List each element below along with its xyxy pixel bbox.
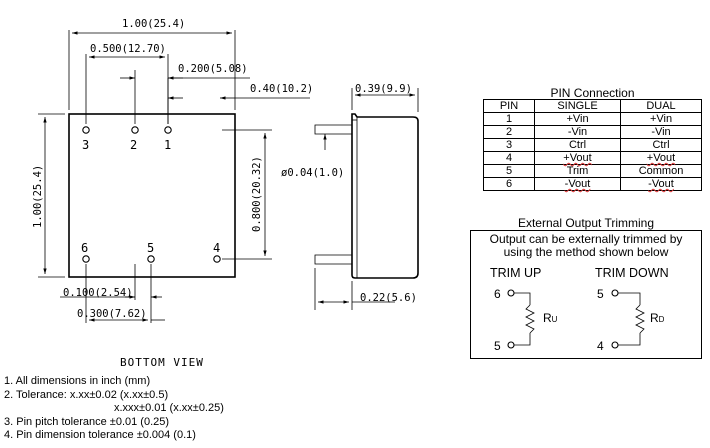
pin-6 xyxy=(82,255,90,263)
table-row: 1+Vin+Vin xyxy=(483,112,702,126)
pin-5 xyxy=(147,255,155,263)
trimming-title: External Output Trimming xyxy=(517,216,655,230)
trimming-box: Output can be externally trimmed by usin… xyxy=(470,230,702,359)
header-dual: DUAL xyxy=(620,99,702,113)
ru-label: RU xyxy=(543,311,558,325)
dim-pin3-to-pin1: 0.500(12.70) xyxy=(90,43,166,55)
bottom-view-caption: BOTTOM VIEW xyxy=(120,356,204,369)
notes: 1. All dimensions in inch (mm) 2. Tolera… xyxy=(4,375,224,443)
dim-overall-width: 1.00(25.4) xyxy=(122,18,185,30)
dim-pin1-to-edge: 0.40(10.2) xyxy=(250,83,313,95)
trim-up-pin-bottom: 5 xyxy=(494,339,501,353)
pin-1 xyxy=(164,126,172,134)
pin-label-1: 1 xyxy=(164,138,171,152)
dim-overall-height: 1.00(25.4) xyxy=(32,165,44,228)
note-1: 1. All dimensions in inch (mm) xyxy=(4,375,151,387)
note-2-cont: x.xxx±0.01 (x.xx±0.25) xyxy=(114,402,224,414)
note-2: 2. Tolerance: x.xx±0.02 (x.xx±0.5) xyxy=(4,388,169,401)
module-outline xyxy=(68,113,236,278)
trim-up-pin-top: 6 xyxy=(494,287,501,301)
dim-pin-length: 0.22(5.6) xyxy=(360,292,417,304)
pin-3 xyxy=(82,126,90,134)
pin-label-3: 3 xyxy=(82,138,89,152)
pin-label-5: 5 xyxy=(147,241,154,255)
header-pin: PIN xyxy=(483,99,535,113)
dim-bottom-0-300: 0.300(7.62) xyxy=(77,308,147,320)
dim-depth: 0.39(9.9) xyxy=(355,83,412,95)
resistor-rd xyxy=(635,304,645,334)
dim-bottom-0-100: 0.100(2.54) xyxy=(63,287,133,299)
pin-label-4: 4 xyxy=(213,241,220,255)
header-single: SINGLE xyxy=(534,99,621,113)
rd-label: RD xyxy=(650,311,665,325)
trimming-desc-line1: Output can be externally trimmed by xyxy=(489,232,683,246)
pin-2 xyxy=(131,126,139,134)
resistor-ru xyxy=(525,304,535,334)
dim-pin-diameter: ø0.04(1.0) xyxy=(281,167,344,179)
table-row: 2-Vin-Vin xyxy=(483,125,702,139)
pin-4 xyxy=(213,255,221,263)
bottom-view: 1.00(25.4) 0.500(12.70) 0.200(5.08) 0.40… xyxy=(32,18,313,369)
trim-up-label: TRIM UP xyxy=(490,266,542,280)
pin-label-2: 2 xyxy=(130,138,137,152)
dim-pin2-to-pin1: 0.200(5.08) xyxy=(178,63,248,75)
trim-down-pin-bottom: 4 xyxy=(597,339,604,353)
table-header-row: PIN SINGLE DUAL xyxy=(483,99,702,113)
note-3: 3. Pin pitch tolerance ±0.01 (0.25) xyxy=(4,415,170,428)
table-row: 6-Vout-Vout xyxy=(483,177,702,191)
trim-down-pin-top: 5 xyxy=(597,287,604,301)
trimming-desc-line2: using the method shown below xyxy=(503,245,669,259)
table-row: 4+Vout+Vout xyxy=(483,151,702,165)
pin-label-6: 6 xyxy=(81,241,88,255)
dim-pin-row-spacing: 0.800(20.32) xyxy=(251,156,263,232)
note-4: 4. Pin dimension tolerance ±0.004 (0.1) xyxy=(4,429,196,441)
trim-schematics: 6 5 RU 5 4 RD xyxy=(494,287,665,353)
pin-connection-title: PIN Connection xyxy=(550,86,635,100)
trim-down-label: TRIM DOWN xyxy=(595,266,669,280)
side-view: 0.39(9.9) ø0.04(1.0) 0.22(5.6) xyxy=(281,83,419,310)
